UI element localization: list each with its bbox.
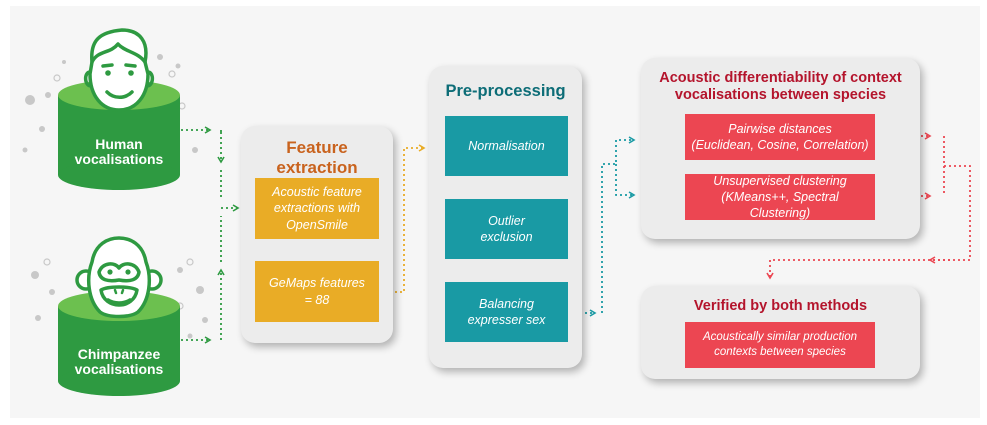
normalisation-step: Normalisation xyxy=(445,116,568,176)
differentiability-card: Acoustic differentiability of context vo… xyxy=(641,58,920,239)
gemaps-step: GeMaps features = 88 xyxy=(255,261,379,322)
human-cylinder xyxy=(58,80,180,190)
green-arrows xyxy=(181,126,240,344)
unsupervised-clustering-method: Unsupervised clustering (KMeans++, Spect… xyxy=(685,174,875,220)
similar-contexts-result: Acoustically similar production contexts… xyxy=(685,322,875,368)
pairwise-distances-method: Pairwise distances (Euclidean, Cosine, C… xyxy=(685,114,875,160)
preprocessing-card: Pre-processing Normalisation Outlier exc… xyxy=(429,66,582,368)
feature-extraction-title: Feature extraction xyxy=(276,138,358,177)
human-face-icon xyxy=(83,28,155,112)
preprocessing-title: Pre-processing xyxy=(445,82,566,100)
differentiability-title: Acoustic differentiability of context vo… xyxy=(659,70,902,103)
opensmile-step: Acoustic feature extractions with OpenSm… xyxy=(255,178,379,239)
outlier-exclusion-step: Outlier exclusion xyxy=(445,199,568,259)
chimpanzee-face-icon xyxy=(75,236,163,319)
verified-card: Verified by both methods Acoustically si… xyxy=(641,286,920,379)
balancing-sex-step: Balancing expresser sex xyxy=(445,282,568,342)
verified-title: Verified by both methods xyxy=(693,298,868,314)
human-vocalisations-label: Human vocalisations xyxy=(74,136,164,168)
feature-extraction-card: Feature extraction Acoustic feature extr… xyxy=(241,126,393,343)
chimpanzee-vocalisations-label: Chimpanzee vocalisations xyxy=(74,346,164,378)
